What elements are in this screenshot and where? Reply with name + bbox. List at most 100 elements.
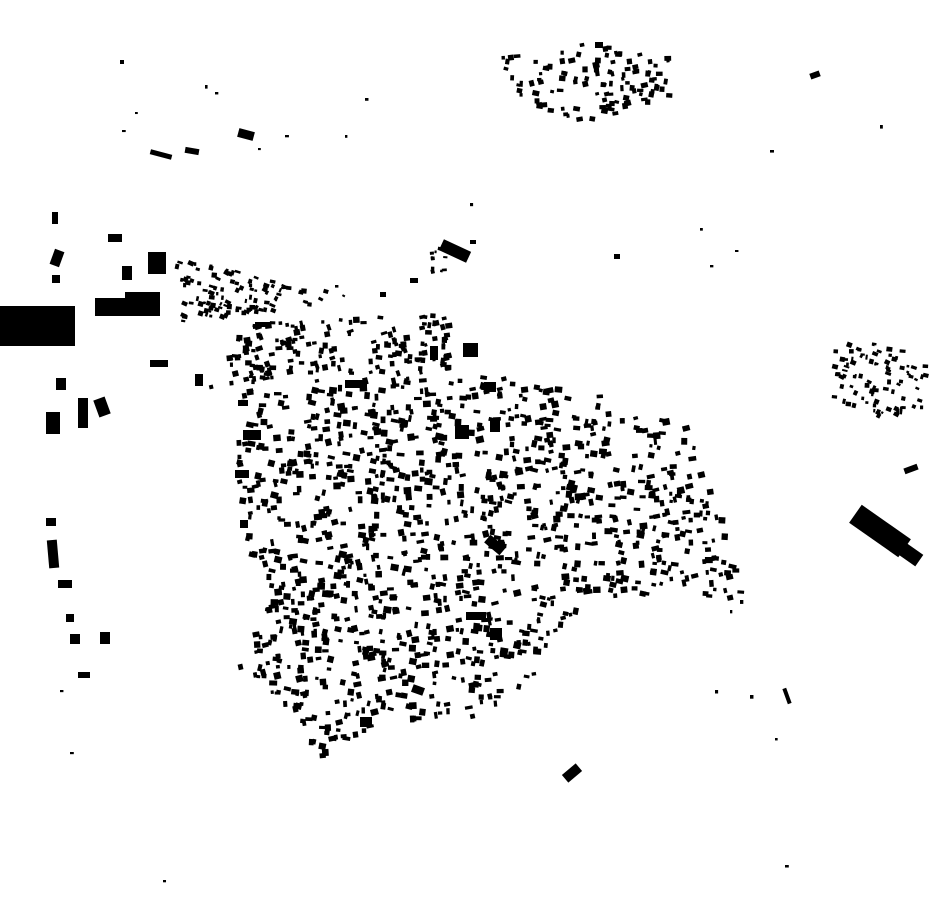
building [480, 494, 486, 500]
building [606, 45, 612, 50]
building [584, 75, 590, 82]
building [314, 438, 319, 442]
building [692, 445, 696, 451]
building [355, 691, 363, 700]
building [516, 640, 521, 645]
building [684, 548, 691, 555]
building [394, 350, 403, 357]
building [470, 240, 476, 244]
building [409, 715, 415, 723]
building [431, 574, 437, 580]
building [181, 300, 188, 307]
building [659, 86, 665, 93]
building [302, 675, 308, 682]
building [536, 616, 541, 621]
building [888, 353, 893, 358]
building [548, 449, 554, 455]
building [667, 519, 674, 525]
building [348, 433, 353, 438]
building [273, 555, 283, 564]
building [662, 512, 667, 518]
building [559, 57, 566, 65]
building [135, 112, 138, 115]
building [429, 473, 436, 479]
building [896, 408, 900, 414]
building [283, 615, 290, 620]
building [195, 267, 201, 272]
building [347, 688, 355, 696]
building [315, 608, 321, 614]
building [426, 469, 433, 475]
building [287, 554, 293, 561]
building [375, 570, 383, 578]
building [321, 363, 329, 371]
building [122, 130, 126, 133]
building [876, 349, 882, 354]
building [473, 682, 479, 688]
building [711, 538, 716, 543]
building [345, 380, 367, 388]
building [290, 598, 295, 605]
building [300, 652, 307, 660]
building [328, 347, 334, 354]
building [547, 107, 555, 114]
building [347, 712, 351, 717]
building [509, 381, 516, 387]
building [910, 365, 918, 371]
building [740, 600, 744, 604]
building [493, 506, 500, 514]
building [594, 514, 603, 519]
building [390, 563, 400, 572]
building [371, 402, 376, 408]
building [430, 346, 438, 360]
building [605, 451, 612, 457]
building [722, 587, 728, 594]
building [187, 259, 195, 267]
building [533, 384, 541, 391]
building [400, 692, 408, 699]
building [485, 611, 492, 618]
building [604, 528, 613, 535]
building [396, 632, 401, 639]
building [588, 471, 594, 479]
building [93, 396, 111, 418]
building [351, 659, 360, 667]
building [286, 338, 291, 343]
building [237, 353, 242, 359]
building [845, 341, 853, 349]
building [355, 490, 363, 495]
building [473, 656, 480, 664]
building [533, 646, 538, 653]
building [376, 614, 383, 619]
building [260, 498, 269, 504]
building [399, 640, 407, 647]
building [448, 381, 454, 386]
building [402, 511, 410, 518]
building [390, 384, 396, 389]
building [536, 612, 544, 617]
building [197, 310, 204, 317]
building [413, 559, 419, 564]
building [555, 535, 564, 539]
building [471, 600, 478, 607]
building [352, 453, 361, 462]
building [482, 517, 488, 522]
building [454, 419, 462, 427]
building [341, 574, 347, 579]
building [267, 639, 273, 646]
building [266, 508, 272, 514]
building [686, 495, 691, 502]
building [421, 662, 430, 668]
building [440, 447, 448, 456]
building [545, 630, 550, 636]
building [715, 690, 719, 694]
building [289, 458, 298, 467]
building [424, 567, 429, 572]
building [253, 275, 259, 280]
building [322, 649, 329, 653]
building [390, 418, 399, 424]
building [539, 460, 547, 466]
building [459, 395, 468, 401]
building [563, 502, 569, 511]
building [625, 81, 630, 85]
